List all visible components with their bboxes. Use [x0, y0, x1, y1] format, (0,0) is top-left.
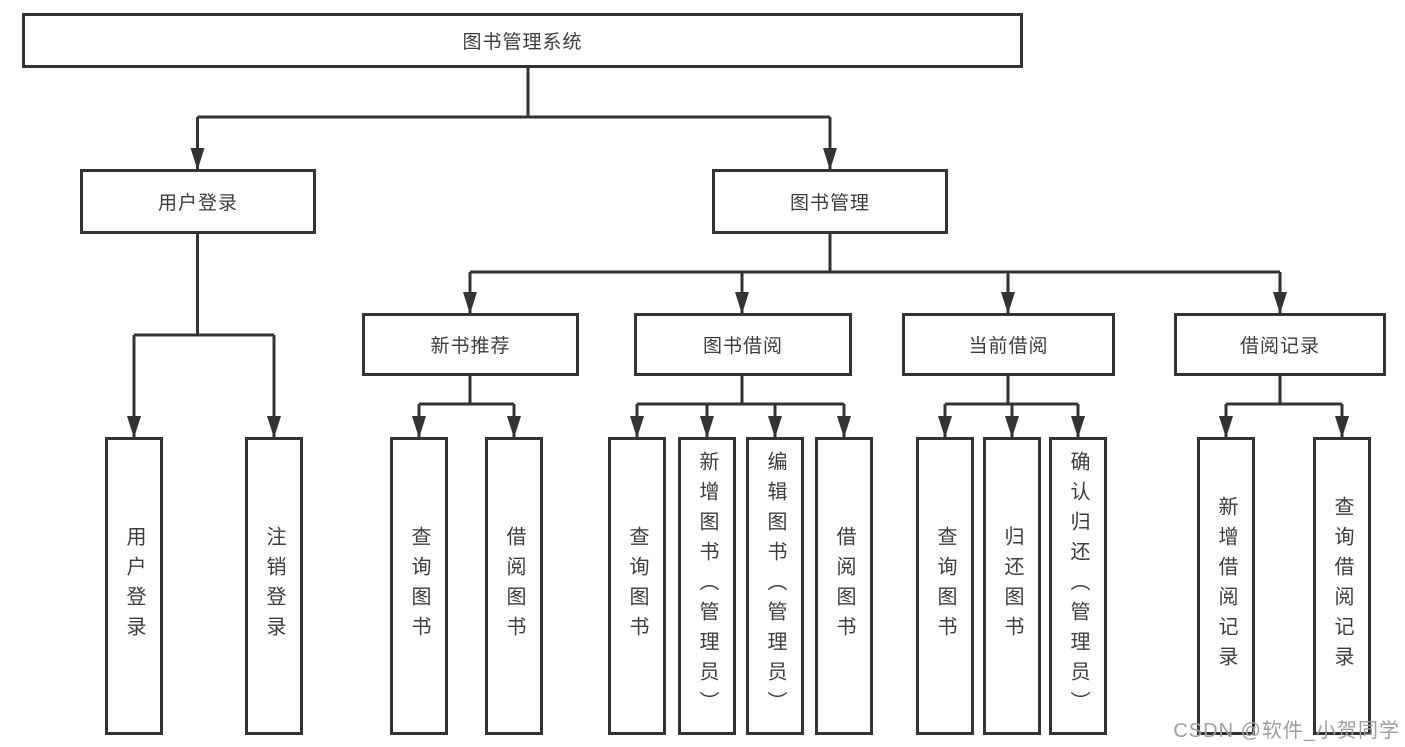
leaf-br-query-record: 查询借阅记录	[1313, 437, 1371, 735]
node-current-borrow-label: 当前借阅	[968, 336, 1049, 357]
leaf-br-add-record: 新增借阅记录	[1197, 437, 1255, 735]
leaf-bb-add-books: 新增图书（管理员）	[678, 437, 736, 735]
node-new-books: 新书推荐	[362, 313, 579, 376]
leaf-bb-edit-books: 编辑图书（管理员）	[746, 437, 804, 735]
node-user-login: 用户登录	[80, 169, 316, 234]
node-new-books-label: 新书推荐	[430, 336, 511, 357]
leaf-bb-query-books-label: 查询图书	[626, 526, 648, 646]
leaf-br-add-record-label: 新增借阅记录	[1215, 496, 1237, 676]
node-user-login-label: 用户登录	[157, 193, 238, 214]
leaf-bb-add-books-label: 新增图书（管理员）	[696, 451, 718, 721]
node-current-borrow: 当前借阅	[902, 313, 1115, 376]
leaf-cb-confirm-return-label: 确认归还（管理员）	[1067, 451, 1089, 721]
leaf-cb-return-books: 归还图书	[983, 437, 1041, 735]
node-borrow-records-label: 借阅记录	[1239, 336, 1320, 357]
node-borrow-records: 借阅记录	[1174, 313, 1386, 376]
leaf-nb-query-books-label: 查询图书	[408, 526, 430, 646]
leaf-user-login: 用户登录	[105, 437, 163, 735]
leaf-br-query-record-label: 查询借阅记录	[1331, 496, 1353, 676]
leaf-logout-label: 注销登录	[263, 526, 285, 646]
tree-branch-lines	[134, 68, 1342, 406]
leaf-bb-borrow-books: 借阅图书	[815, 437, 873, 735]
leaf-bb-query-books: 查询图书	[608, 437, 666, 735]
node-book-mgmt-label: 图书管理	[789, 193, 870, 214]
leaf-cb-query-books-label: 查询图书	[934, 526, 956, 646]
leaf-cb-return-books-label: 归还图书	[1001, 526, 1023, 646]
node-book-borrow: 图书借阅	[634, 313, 852, 376]
node-root-label: 图书管理系统	[462, 32, 583, 53]
csdn-watermark: CSDN @软件_小贺同学	[1173, 720, 1400, 742]
leaf-bb-edit-books-label: 编辑图书（管理员）	[764, 451, 786, 721]
node-book-borrow-label: 图书借阅	[702, 336, 783, 357]
node-book-mgmt: 图书管理	[712, 169, 948, 234]
leaf-cb-confirm-return: 确认归还（管理员）	[1049, 437, 1107, 735]
node-root: 图书管理系统	[22, 13, 1023, 68]
leaf-nb-borrow-books-label: 借阅图书	[503, 526, 525, 646]
leaf-logout: 注销登录	[245, 437, 303, 735]
leaf-nb-query-books: 查询图书	[390, 437, 448, 735]
leaf-cb-query-books: 查询图书	[916, 437, 974, 735]
leaf-bb-borrow-books-label: 借阅图书	[833, 526, 855, 646]
leaf-user-login-label: 用户登录	[123, 526, 145, 646]
leaf-nb-borrow-books: 借阅图书	[485, 437, 543, 735]
